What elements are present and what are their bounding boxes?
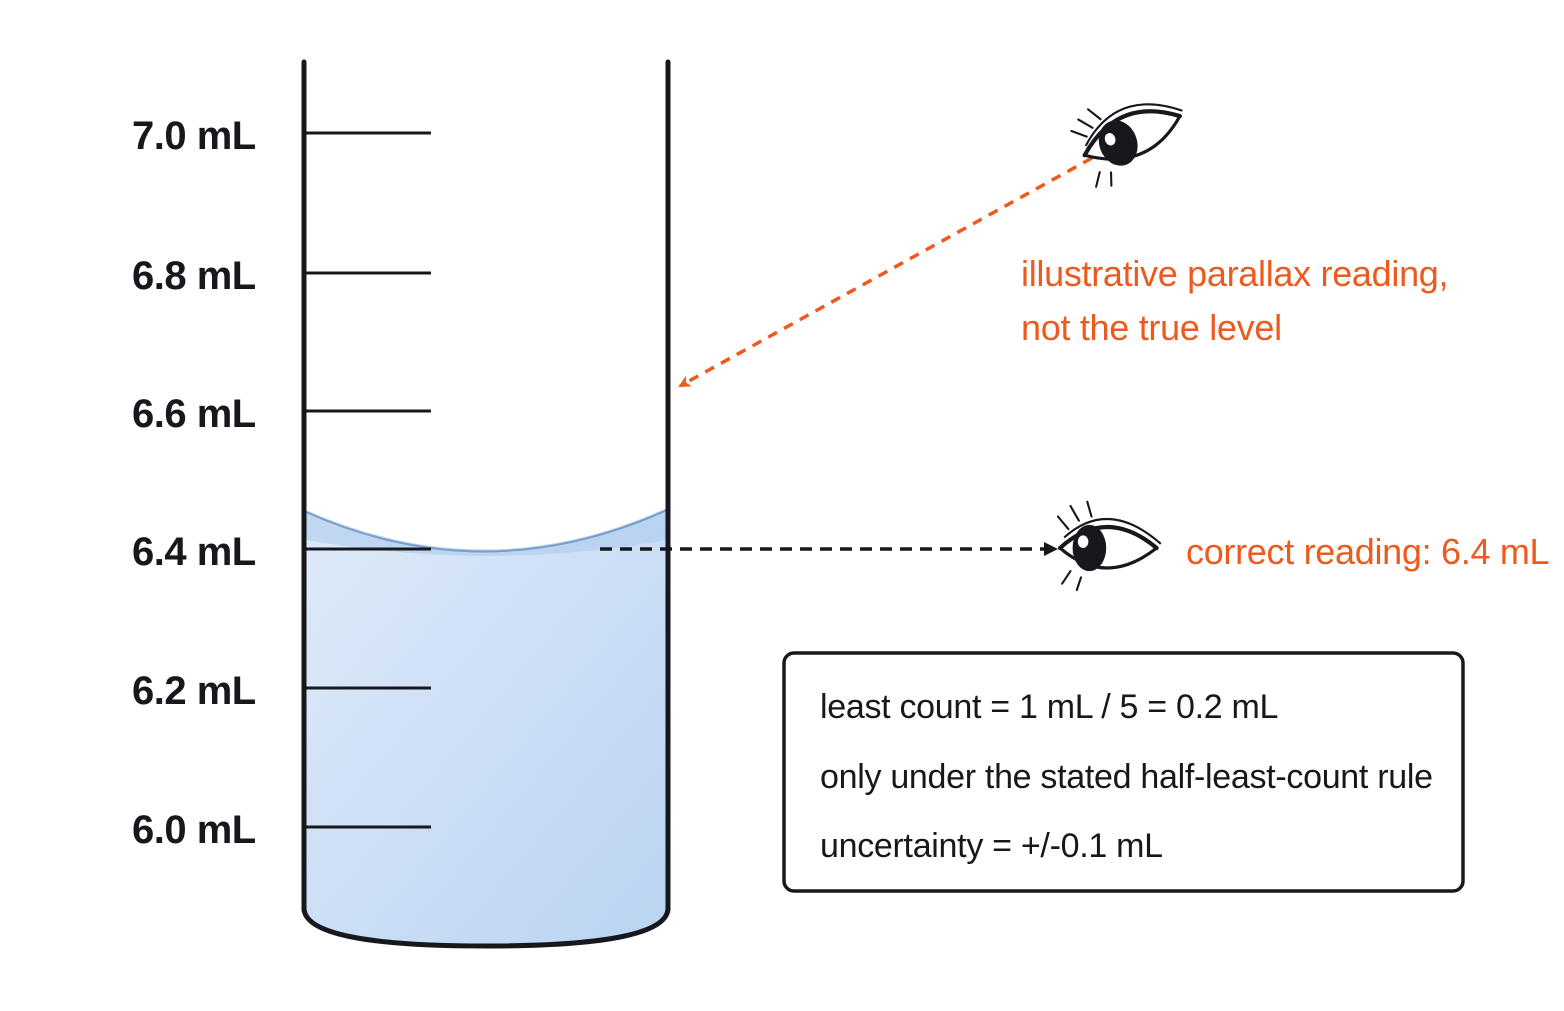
info-box	[782, 651, 1465, 893]
correct-reading-note: correct reading: 6.4 mL	[1186, 531, 1549, 572]
uncertainty-line: uncertainty = +/-0.1 mL	[820, 827, 1163, 865]
eye-icon	[1056, 500, 1162, 592]
meniscus	[306, 508, 667, 556]
scale-label: 6.0 mL	[132, 808, 256, 852]
eye-icon	[1070, 103, 1183, 188]
scale-label: 6.8 mL	[132, 254, 256, 298]
parallax-note-line1: illustrative parallax reading,	[1021, 253, 1448, 294]
liquid-fill	[306, 508, 667, 944]
scale-label: 6.6 mL	[132, 392, 256, 436]
scale-label: 7.0 mL	[132, 114, 256, 158]
scale-ticks	[306, 131, 431, 829]
parallax-note-line2: not the true level	[1021, 307, 1282, 348]
scale-label: 6.4 mL	[132, 530, 256, 574]
scale-label: 6.2 mL	[132, 669, 256, 713]
rule-line: only under the stated half-least-count r…	[820, 758, 1433, 796]
least-count-line: least count = 1 mL / 5 = 0.2 mL	[820, 688, 1278, 726]
parallax-sightline-arrow	[678, 156, 1093, 388]
graduated-cylinder	[301, 59, 671, 949]
